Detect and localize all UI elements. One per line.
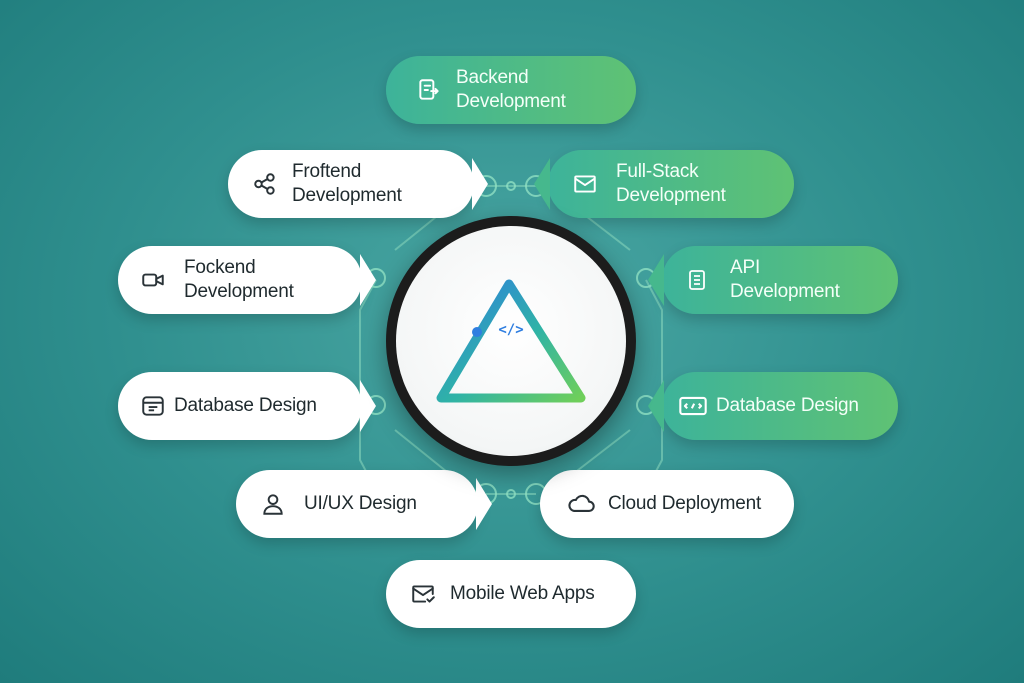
cloud-icon	[566, 489, 596, 519]
node-database-design-right[interactable]: Database Design	[648, 372, 898, 440]
node-label: API Development	[730, 257, 840, 302]
node-full-stack-development[interactable]: Full-Stack Development	[534, 150, 794, 218]
code-triangle-logo: </>	[436, 279, 586, 403]
code-window-icon	[678, 391, 708, 421]
node-label: Froftend Development	[292, 161, 402, 206]
node-database-design-left[interactable]: Database Design	[118, 372, 376, 440]
node-label: Backend Development	[456, 67, 566, 112]
node-label: Database Design	[174, 395, 317, 416]
video-camera-icon	[138, 265, 168, 295]
hub-face: </>	[396, 226, 626, 456]
node-label: Mobile Web Apps	[450, 583, 595, 604]
node-ui-ux-design[interactable]: UI/UX Design	[236, 470, 492, 538]
user-icon	[258, 489, 288, 519]
node-label: UI/UX Design	[304, 493, 417, 514]
node-label: Cloud Deployment	[608, 493, 762, 514]
share-nodes-icon	[250, 169, 280, 199]
node-label: Full-Stack Development	[616, 161, 726, 206]
node-label: Fockend Development	[184, 257, 294, 302]
node-api-development[interactable]: API Development	[648, 246, 898, 314]
node-frontend-development[interactable]: Froftend Development	[228, 150, 488, 218]
node-fockend-development[interactable]: Fockend Development	[118, 246, 376, 314]
node-label: Database Design	[716, 395, 859, 416]
node-backend-development[interactable]: Backend Development	[386, 56, 636, 124]
browser-window-icon	[138, 391, 168, 421]
document-list-icon	[682, 265, 712, 295]
node-cloud-deployment[interactable]: Cloud Deployment	[540, 470, 794, 538]
envelope-icon	[570, 169, 600, 199]
node-mobile-web-apps[interactable]: Mobile Web Apps	[386, 560, 636, 628]
document-flow-icon	[414, 75, 444, 105]
hub-code-symbol: </>	[498, 322, 523, 338]
central-hub[interactable]: </>	[386, 216, 636, 466]
mail-check-icon	[408, 579, 438, 609]
